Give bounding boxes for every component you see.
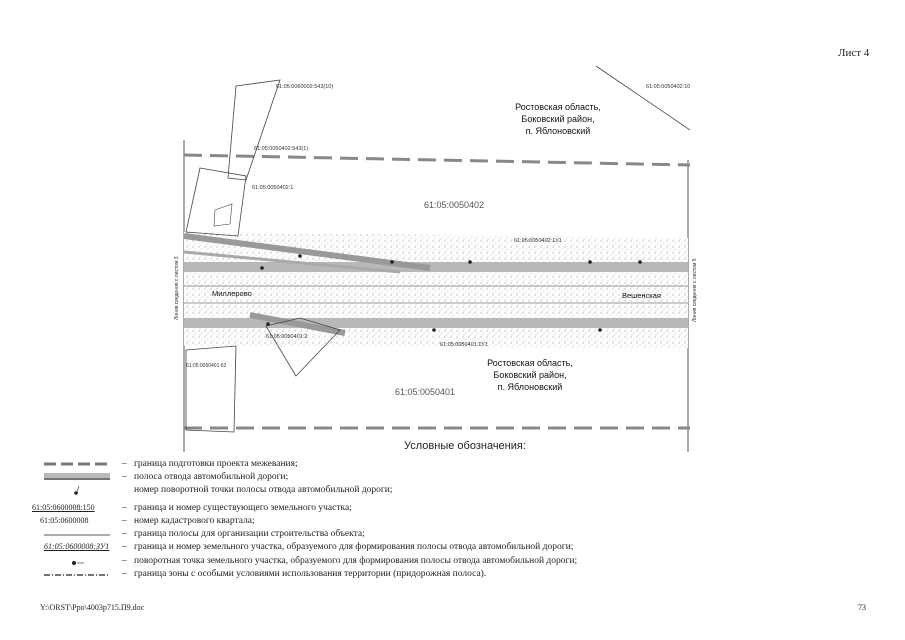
label-quarter-bottom: 61:05:0050401 <box>395 387 455 397</box>
legend-text: номер поворотной точки полосы отвода авт… <box>134 485 393 495</box>
side-road-1 <box>183 233 431 271</box>
region-bottom-line-2: Боковский район, <box>493 370 566 380</box>
road-band-bottom <box>184 318 688 328</box>
legend-symbol-new-plot-point <box>72 561 84 565</box>
legend-symbol-project-boundary <box>44 462 110 466</box>
legend-text: граница и номер существующего земельного… <box>134 503 352 513</box>
region-top-line-1: Ростовская область, <box>515 102 601 112</box>
parcel-top-left <box>227 79 281 181</box>
label-plot-topleft: 61:05:0060002:543(10) <box>276 84 333 90</box>
legend-sample-quarter: 61:05:0600008 <box>40 516 89 525</box>
side-road-2 <box>183 250 401 274</box>
label-plot-mid-bottom: 61:05:0050401:1У1 <box>440 342 488 348</box>
road-corridor <box>184 232 688 348</box>
label-plot-left2: 61:05:0050402:1 <box>252 185 293 191</box>
label-quarter-top: 61:05:0050402 <box>424 200 484 210</box>
side-road-3 <box>249 312 346 336</box>
legend-text: граница подготовки проекта межевания; <box>134 459 298 469</box>
region-top-line-2: Боковский район, <box>521 114 594 124</box>
label-plot-left1: 61:05:0050402:543(1) <box>254 146 308 152</box>
region-bottom-line-1: Ростовская область, <box>487 358 573 368</box>
road-band-top <box>184 262 688 272</box>
parcel-bottom <box>265 317 341 377</box>
label-road-right: Вешенская <box>622 291 661 300</box>
legend-text: поворотная точка земельного участка, обр… <box>134 556 578 566</box>
legend-text: граница и номер земельного участка, обра… <box>134 542 574 552</box>
region-bottom-line-3: п. Яблоновский <box>498 382 563 392</box>
legend-symbol-roadside-zone <box>44 574 110 576</box>
turning-points <box>260 254 642 332</box>
legend-sample-existing-plot: 61:05:0600008:150 <box>32 503 95 512</box>
sheet-label: Лист 4 <box>838 47 870 59</box>
parcel-small <box>213 203 233 227</box>
label-edge-right: Линия сведения с листом 5 <box>692 258 698 322</box>
legend-text: номер кадастрового квартала; <box>134 516 255 526</box>
label-plot-mid-right: 61:05:0050402:1У1 <box>514 238 562 244</box>
label-plot-bottom: 61:05:0050401:2 <box>266 334 307 340</box>
label-road-left: Миллерово <box>212 289 252 298</box>
legend-sample-new-plot: 61:05:0600008:ЗУ1 <box>44 542 110 551</box>
legend-symbol-construction-strip <box>44 534 110 536</box>
project-boundary-top <box>183 153 691 167</box>
label-edge-left: Линия сведения с листом 3 <box>174 256 180 320</box>
legend-symbol-road-band <box>44 473 110 480</box>
footer-file-path: Y:\ORST\Ppo\4003p715.П9.doc <box>40 603 145 612</box>
parcel-bottom-left <box>185 345 237 433</box>
parcel-left <box>185 167 247 237</box>
label-plot-topright: 61:05:0050402:10 <box>646 84 690 90</box>
legend-text: граница зоны с особыми условиями использ… <box>134 569 487 579</box>
legend-title: Условные обозначения: <box>404 440 526 452</box>
legend-symbol-road-point <box>74 485 80 495</box>
legend-text: граница полосы для организации строитель… <box>134 529 365 539</box>
legend-text: полоса отвода автомобильной дороги; <box>134 472 289 482</box>
label-plot-bottom-left: 61:05:0050401:62 <box>186 363 227 369</box>
parcel-top-right-edge <box>595 65 691 131</box>
region-top-line-3: п. Яблоновский <box>526 126 591 136</box>
page-number: 73 <box>858 603 866 612</box>
